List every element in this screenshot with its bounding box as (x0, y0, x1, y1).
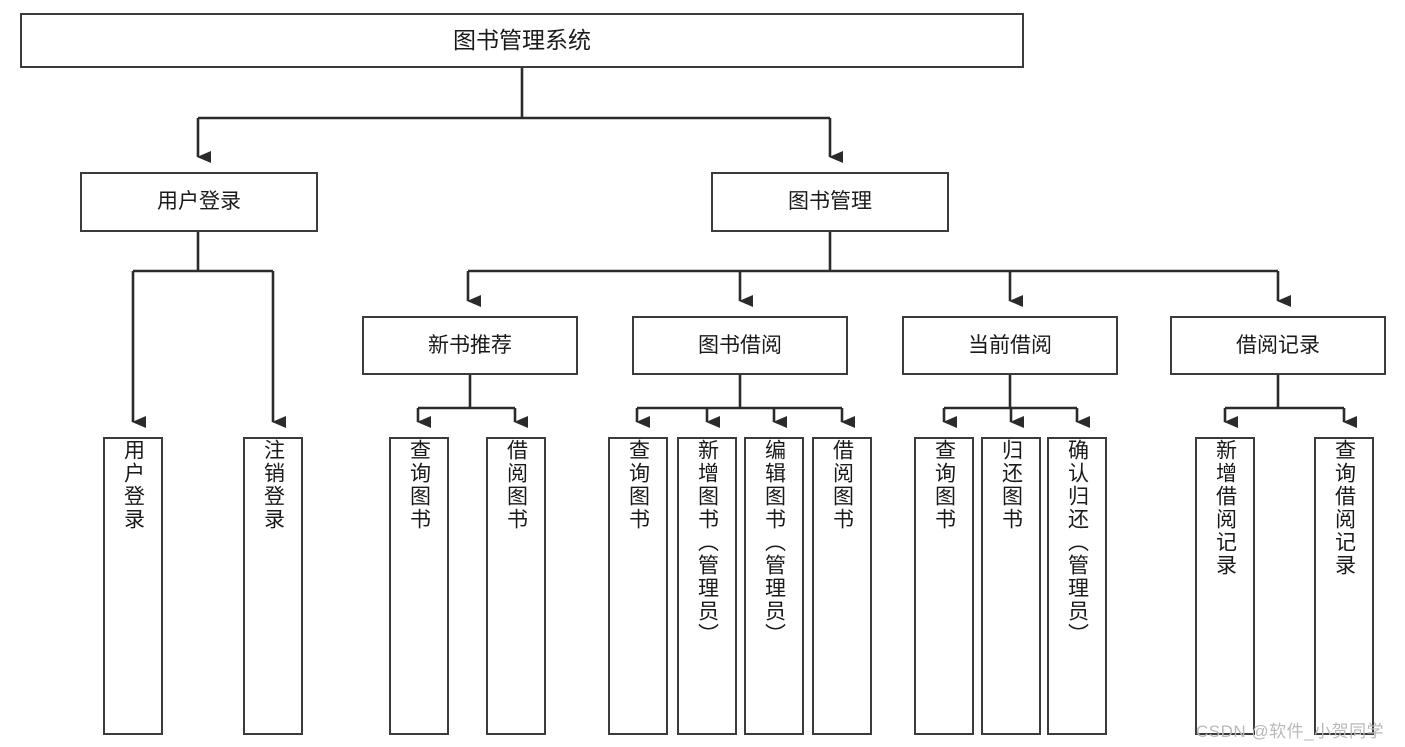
node-label: 新增借阅记录 (1213, 439, 1237, 577)
node-book-manage[interactable]: 图书管理 (711, 172, 949, 232)
node-leaf-query-book-current[interactable]: 查询图书 (914, 437, 974, 735)
node-leaf-add-book[interactable]: 新增图书（管理员） (677, 437, 737, 735)
node-label: 确认归还（管理员） (1065, 439, 1089, 646)
node-leaf-confirm-return[interactable]: 确认归还（管理员） (1047, 437, 1107, 735)
node-root-system[interactable]: 图书管理系统 (20, 13, 1024, 68)
node-label: 查询图书 (407, 439, 431, 531)
node-new-book-recommend[interactable]: 新书推荐 (362, 316, 578, 375)
node-leaf-user-login[interactable]: 用户登录 (103, 437, 163, 735)
node-label: 新书推荐 (428, 333, 512, 357)
node-label: 图书管理 (788, 190, 872, 214)
node-label: 借阅记录 (1236, 333, 1320, 357)
node-label: 编辑图书（管理员） (762, 439, 786, 646)
node-book-borrow[interactable]: 图书借阅 (632, 316, 848, 375)
node-user-login[interactable]: 用户登录 (80, 172, 318, 232)
node-label: 新增图书（管理员） (695, 439, 719, 646)
node-label: 图书管理系统 (453, 26, 591, 53)
node-label: 查询图书 (626, 439, 650, 531)
node-leaf-edit-book[interactable]: 编辑图书（管理员） (744, 437, 804, 735)
node-leaf-return-book[interactable]: 归还图书 (981, 437, 1041, 735)
node-current-borrow[interactable]: 当前借阅 (902, 316, 1118, 375)
node-leaf-query-book-recommend[interactable]: 查询图书 (389, 437, 449, 735)
node-label: 用户登录 (121, 439, 145, 531)
node-label: 查询图书 (932, 439, 956, 531)
node-leaf-borrow-book[interactable]: 借阅图书 (812, 437, 872, 735)
node-leaf-add-borrow-record[interactable]: 新增借阅记录 (1195, 437, 1255, 735)
node-borrow-record[interactable]: 借阅记录 (1170, 316, 1386, 375)
node-leaf-query-book-borrow[interactable]: 查询图书 (608, 437, 668, 735)
node-label: 归还图书 (999, 439, 1023, 531)
node-label: 借阅图书 (504, 439, 528, 531)
node-leaf-query-borrow-record[interactable]: 查询借阅记录 (1314, 437, 1374, 735)
node-label: 借阅图书 (830, 439, 854, 531)
node-label: 查询借阅记录 (1332, 439, 1356, 577)
node-leaf-user-logout[interactable]: 注销登录 (243, 437, 303, 735)
node-label: 用户登录 (157, 190, 241, 214)
csdn-watermark: CSDN @软件_小贺同学 (1196, 722, 1385, 741)
node-label: 当前借阅 (968, 333, 1052, 357)
node-label: 注销登录 (261, 439, 285, 531)
node-leaf-borrow-book-recommend[interactable]: 借阅图书 (486, 437, 546, 735)
node-label: 图书借阅 (698, 333, 782, 357)
